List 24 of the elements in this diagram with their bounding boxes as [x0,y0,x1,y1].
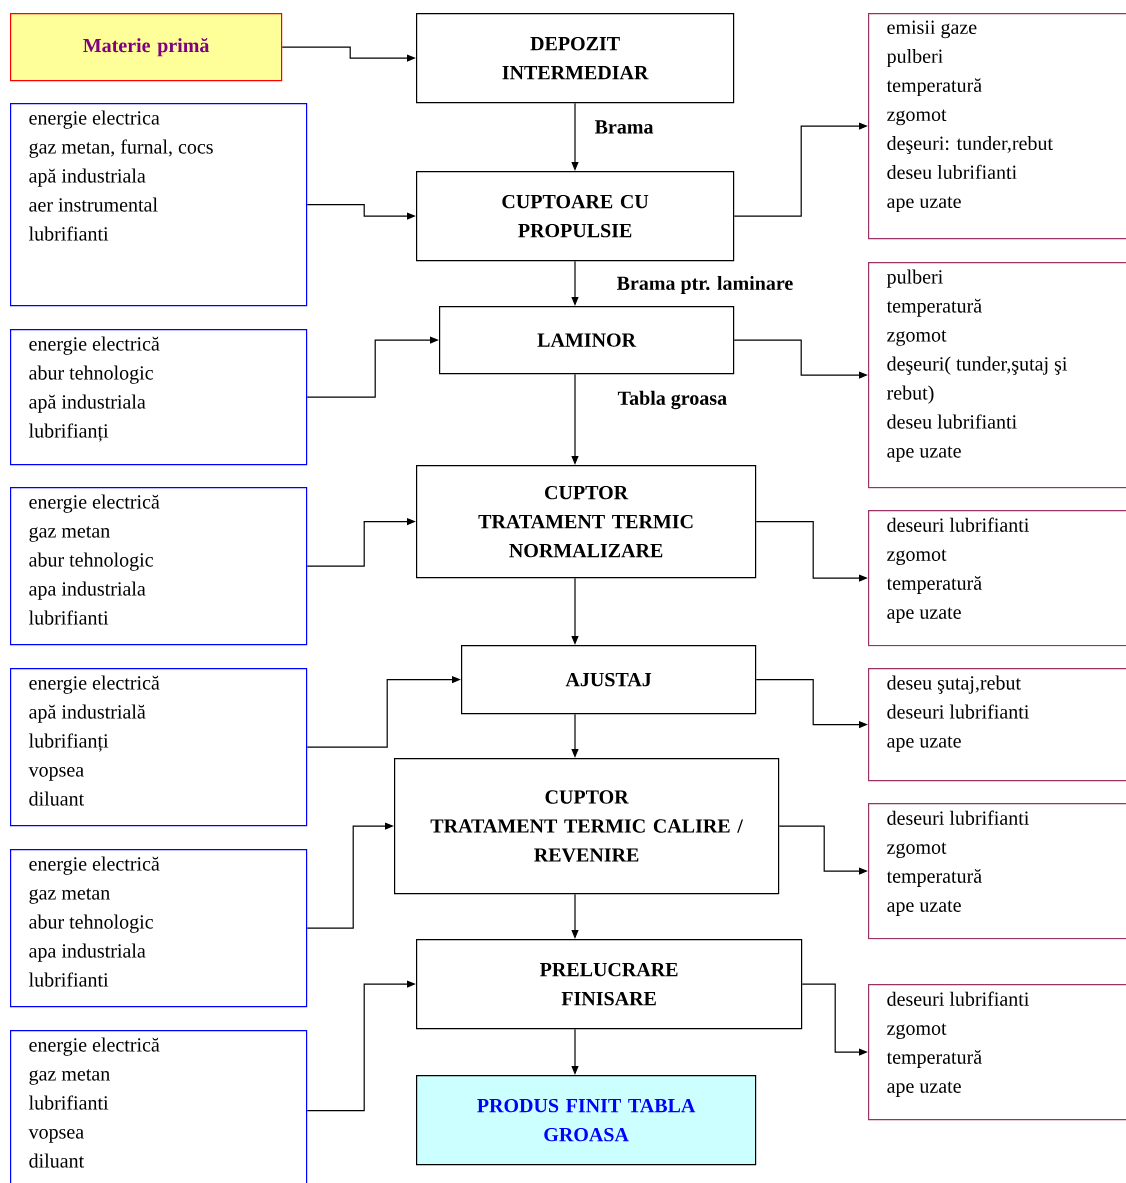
resource-box: energie electrică gaz metan abur tehnologic apa industriala lubrifianti [10,487,308,646]
process-box: DEPOZIT INTERMEDIAR [416,13,735,104]
emission-box: deseuri lubrifianti zgomot temperatură ape uzate [868,510,1126,647]
edge-label: Brama [593,119,655,135]
emission-box: deseuri lubrifianti zgomot temperatură ape uzate [868,803,1126,940]
process-box: AJUSTAJ [461,645,757,715]
process-box: LAMINOR [439,306,735,375]
resource-box: energie electrică apă industrială lubrifianți vopsea diluant [10,668,308,827]
process-box: CUPTOR TRATAMENT TERMIC CALIRE / REVENIRE [394,758,780,895]
edge-label: Tabla groasa [616,389,729,411]
input-box: Materie primă [10,13,283,82]
emission-box: deseuri lubrifianti zgomot temperatură ape uzate [868,984,1126,1121]
emission-box: deseu şutaj,rebut deseuri lubrifianti ape uzate [868,668,1126,782]
process-box: CUPTOARE CU PROPULSIE [416,171,735,262]
resource-box: energie electrică abur tehnologic apă industriala lubrifianți [10,329,308,466]
emission-box: pulberi temperatură zgomot deşeuri( tunder,şutaj şi rebut) deseu lubrifianti ape uzate [868,262,1126,489]
process-box: PRELUCRARE FINISARE [416,939,803,1030]
resource-box: energie electrica gaz metan, furnal, cocs apă industriala aer instrumental lubrifianti [10,103,308,307]
resource-box: energie electrică gaz metan lubrifianti vopsea diluant [10,1030,308,1183]
resource-box: energie electrică gaz metan abur tehnologic apa industriala lubrifianti [10,849,308,1008]
emission-box: emisii gaze pulberi temperatură zgomot deşeuri: tunder,rebut deseu lubrifianti ape uzate [868,13,1126,240]
edge-label: Brama ptr. laminare [615,274,795,296]
output-box: PRODUS FINIT TABLA GROASA [416,1075,757,1166]
process-box: CUPTOR TRATAMENT TERMIC NORMALIZARE [416,465,757,579]
